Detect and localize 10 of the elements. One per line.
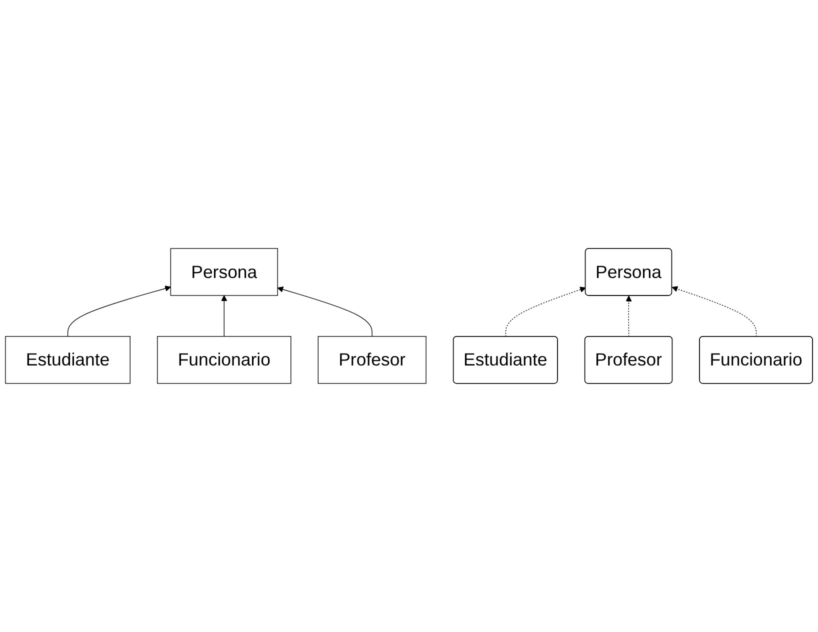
arrow bbox=[67, 286, 171, 337]
node-box: Estudiante bbox=[5, 336, 130, 384]
node-box: Profesor bbox=[318, 336, 426, 384]
arrow bbox=[221, 295, 228, 337]
arrow bbox=[505, 286, 586, 338]
arrow bbox=[277, 286, 372, 337]
arrow bbox=[626, 296, 632, 338]
arrow bbox=[672, 286, 757, 338]
node-box: Funcionario bbox=[157, 336, 292, 384]
node-box: Persona bbox=[170, 248, 278, 296]
